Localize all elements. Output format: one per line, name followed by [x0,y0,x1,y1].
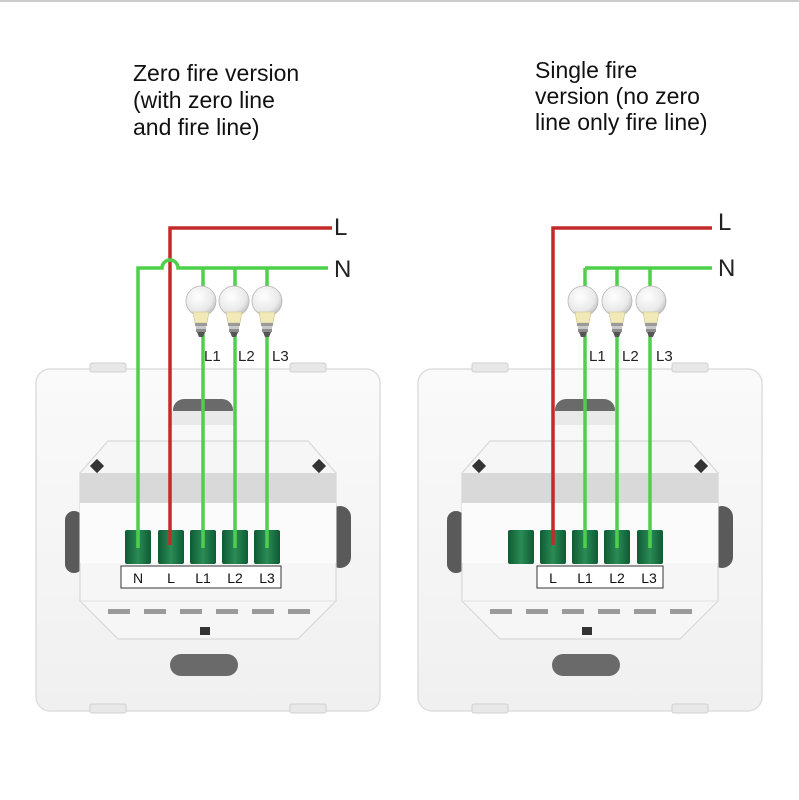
bulb-label: L1 [204,348,221,365]
terminal-blocks [508,530,663,564]
terminal-label: L1 [195,570,211,586]
terminal-label-strip [536,565,664,589]
live-wire [168,226,328,545]
lightbulb-icon [635,285,667,338]
zero-fire-switch: N L L1 L2 L3 L1 L2 L3 L N [35,214,381,714]
bulb-label: L1 [589,348,606,365]
live-wire-label: L [334,214,347,241]
terminal-label: L1 [577,570,593,586]
bulb-label: L2 [238,348,255,365]
lightbulb-icon [601,285,633,338]
terminal-label: L [549,570,557,586]
lightbulb-icon [185,285,217,338]
live-wire-label: L [718,209,731,236]
single-fire-switch: L L1 L2 L3 L1 L2 L3 L N [417,209,763,714]
lightbulb-icon [567,285,599,338]
lightbulb-icon [218,285,250,338]
live-wire [551,226,712,545]
bulb-label: L2 [622,348,639,365]
terminal-l [540,530,566,564]
bulb-label: L3 [272,348,289,365]
bulb-label: L3 [656,348,673,365]
terminal-label: L3 [259,570,275,586]
lightbulb-icon [251,285,283,338]
single-fire-version-title: Single fire version (no zero line only f… [535,57,708,135]
neutral-wire-label: N [718,255,735,282]
terminal-label: L3 [641,570,657,586]
terminal-l [158,530,184,564]
terminal-label: L2 [609,570,625,586]
zero-fire-version-title: Zero fire version (with zero line and fi… [133,60,300,140]
neutral-wire [136,258,328,548]
terminal-label: L [167,570,175,586]
terminal-unused [508,530,534,564]
terminal-label-strip [120,565,282,589]
terminal-label: N [133,570,143,586]
neutral-wire-label: N [334,256,351,283]
terminal-label: L2 [227,570,243,586]
